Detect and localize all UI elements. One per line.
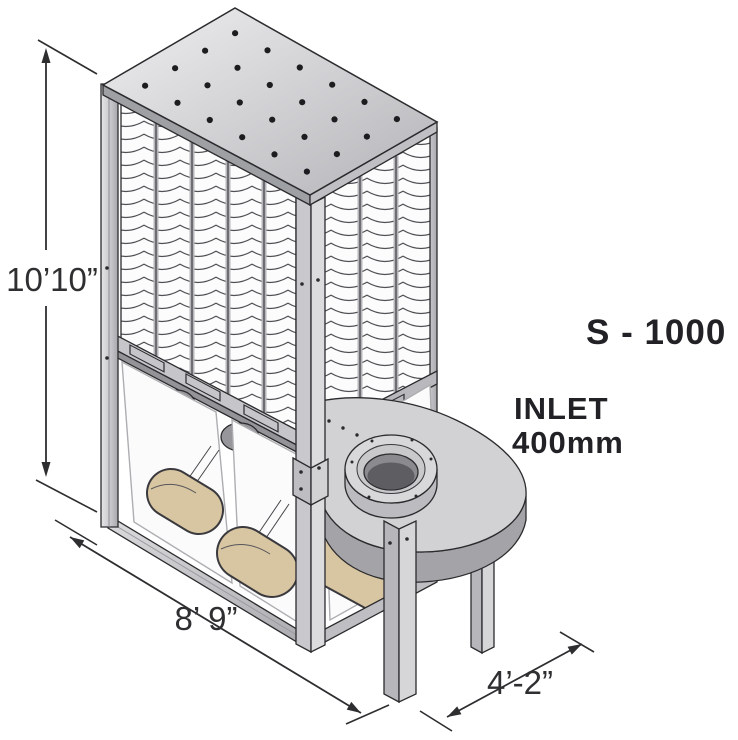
perforation-hole <box>172 65 179 72</box>
inlet-label-line2: 400mm <box>512 425 624 460</box>
blower-assembly <box>312 397 527 704</box>
depth-dimension-label: 4’-2” <box>487 664 553 701</box>
perforation-hole <box>239 134 246 141</box>
perforation-hole <box>301 133 308 140</box>
blower-leg-left <box>383 519 417 704</box>
up-arrowhead-icon <box>41 48 51 63</box>
perforation-hole <box>363 133 370 140</box>
perforation-hole <box>393 116 400 123</box>
perforation-hole <box>331 116 338 123</box>
width-dimension <box>54 519 390 725</box>
height-extension-bottom <box>35 479 98 513</box>
collection-bag-1 <box>121 360 233 585</box>
height-extension-top <box>37 39 98 75</box>
width-arrowhead-right-icon <box>346 701 361 713</box>
filter-cartridges-front-face <box>120 95 297 432</box>
width-extension-left <box>54 519 98 546</box>
bolt-icon <box>105 356 109 360</box>
perforation-hole <box>142 82 149 89</box>
perforation-hole <box>329 81 336 88</box>
flange-bolts <box>350 438 433 499</box>
perforation-hole <box>174 99 181 106</box>
perforation-hole <box>206 116 213 124</box>
bolt-icon <box>105 266 109 270</box>
width-extension-right <box>345 704 390 725</box>
perforation-hole <box>296 64 303 71</box>
perforation-hole <box>234 64 241 71</box>
height-dimension-label: 10’10” <box>6 261 98 298</box>
perforation-hole <box>264 47 271 54</box>
bolt-icon <box>316 278 320 282</box>
width-arrowhead-left-icon <box>70 537 85 549</box>
front-left-post <box>100 83 119 528</box>
bag-shine-lines <box>257 499 290 539</box>
depth-extension-left <box>419 710 453 732</box>
depth-dim-line <box>446 643 583 718</box>
filter-tray-front <box>109 330 311 461</box>
perforation-hole <box>204 82 211 89</box>
panel-top-face <box>101 7 439 196</box>
perforation-hole <box>232 30 239 37</box>
bolt-icon <box>299 487 303 491</box>
inlet-label-line1: INLET <box>514 391 609 426</box>
perforation-hole <box>361 98 368 105</box>
height-dimension <box>35 39 98 513</box>
perforation-hole <box>269 116 276 123</box>
depth-arrowhead-left-icon <box>447 706 462 717</box>
width-dimension-label: 8’ 9” <box>175 600 238 637</box>
depth-arrowhead-right-icon <box>567 644 582 655</box>
perforation-hole <box>202 47 209 54</box>
down-arrowhead-icon <box>41 462 51 477</box>
perforation-hole <box>303 168 310 175</box>
bolt-icon <box>299 470 303 474</box>
inlet-ring <box>344 434 438 519</box>
perforation-hole <box>236 99 243 106</box>
bolt-icon <box>300 282 304 286</box>
model-label: S - 1000 <box>586 313 726 352</box>
depth-dimension <box>419 631 595 732</box>
perforation-hole <box>299 99 306 106</box>
perforation-hole <box>271 151 278 158</box>
front-corner-post <box>292 194 329 654</box>
bolt-icon <box>405 537 409 541</box>
perforation-hole <box>266 81 273 89</box>
width-dim-line <box>69 536 362 714</box>
bolt-icon <box>317 466 321 470</box>
sawdust-2 <box>218 528 297 596</box>
panel-perforations <box>142 30 400 175</box>
collection-bag-2 <box>216 418 308 630</box>
depth-extension-right <box>559 631 595 653</box>
post-joint <box>310 457 329 507</box>
sawdust-1 <box>148 470 222 533</box>
perforated-top-panel <box>101 7 439 207</box>
perforation-hole <box>333 151 340 158</box>
bolt-icon <box>388 541 392 545</box>
